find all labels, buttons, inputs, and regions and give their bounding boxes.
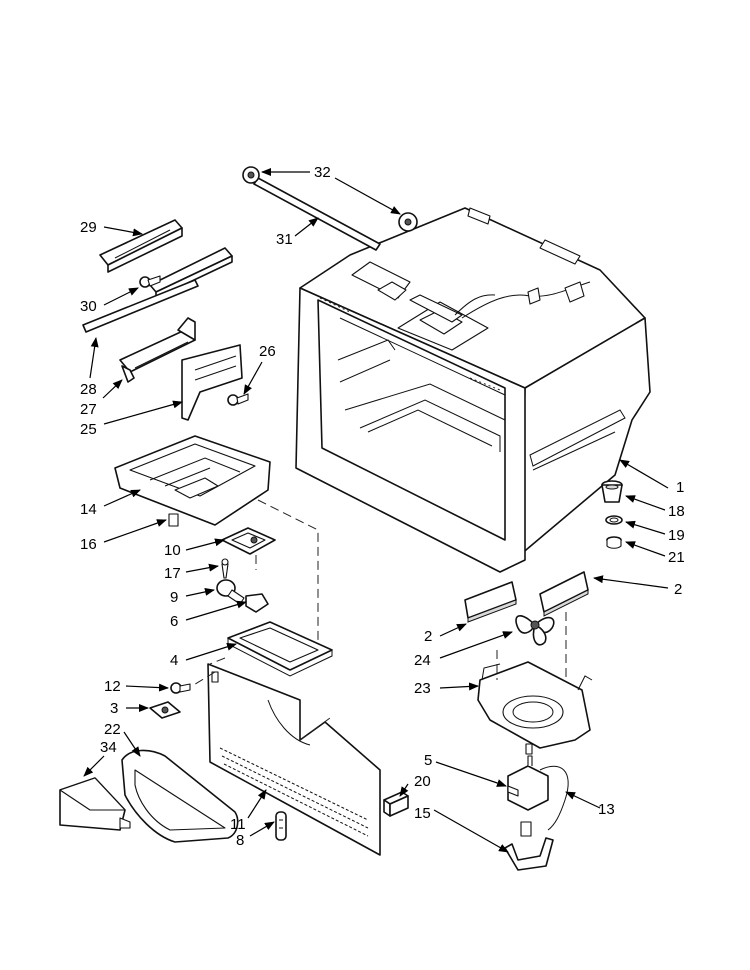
callout-9: 9: [170, 589, 178, 606]
callout-34: 34: [100, 739, 117, 756]
lamp-socket: [245, 593, 269, 613]
callout-31: 31: [276, 231, 293, 248]
callout-2-right: 2: [674, 581, 682, 598]
gear-right: [398, 212, 418, 232]
fan-blade: [515, 615, 555, 646]
callout-25: 25: [80, 421, 97, 438]
callout-4: 4: [170, 652, 178, 669]
clip-16: [168, 513, 179, 527]
foam-strip: [383, 791, 409, 817]
callout-11: 11: [230, 816, 246, 833]
leader-lines: [83, 168, 669, 853]
screw-12: [170, 682, 191, 694]
lamp-housing: [221, 527, 276, 555]
rear-panel: [207, 663, 381, 856]
callout-32: 32: [314, 164, 331, 181]
side-bracket-25: [181, 344, 243, 421]
gear-left: [242, 166, 260, 184]
callout-14: 14: [80, 501, 97, 518]
callout-18: 18: [668, 503, 685, 520]
callout-10: 10: [164, 542, 181, 559]
damper-3: [149, 701, 181, 719]
callout-3: 3: [110, 700, 118, 717]
callout-1: 1: [676, 479, 684, 496]
fan-motor: [507, 755, 569, 831]
freezer-liner: [295, 207, 651, 573]
callout-24: 24: [414, 652, 431, 669]
screw-30: [139, 275, 161, 288]
callout-29: 29: [80, 219, 97, 236]
callout-12: 12: [104, 678, 121, 695]
screw-26: [227, 393, 249, 406]
callout-15: 15: [414, 805, 431, 822]
callout-2-left: 2: [424, 628, 432, 645]
foam-pad-right: [539, 571, 589, 617]
callout-22: 22: [104, 721, 121, 738]
callout-16: 16: [80, 536, 97, 553]
foam-pad-left: [464, 581, 517, 623]
rail-28: [82, 279, 199, 333]
motor-shaft: [520, 743, 533, 837]
slide-rail-upper: [99, 219, 233, 299]
light-cap: [601, 480, 623, 503]
callout-30: 30: [80, 298, 97, 315]
callout-28: 28: [80, 381, 97, 398]
callout-13: 13: [598, 801, 615, 818]
drawer-tray: [114, 435, 271, 526]
callout-27: 27: [80, 401, 97, 418]
grille-tray: [227, 621, 333, 677]
callout-5: 5: [424, 752, 432, 769]
rail-bracket-27: [119, 317, 196, 383]
duct-box: [59, 777, 131, 831]
callout-6: 6: [170, 613, 178, 630]
callout-19: 19: [668, 527, 685, 544]
motor-bracket: [504, 837, 554, 871]
screw-17: [221, 558, 229, 579]
callout-20: 20: [414, 773, 431, 790]
callout-26: 26: [259, 343, 276, 360]
light-bulb: [216, 579, 245, 605]
washer-19: [605, 515, 623, 525]
callout-labels: 32 31 29 30 28 27 25 26 14 16 10 17 9 6 …: [80, 164, 685, 849]
knob-21: [606, 536, 622, 549]
grille-cover: [121, 749, 239, 843]
callout-8: 8: [236, 832, 244, 849]
callout-21: 21: [668, 549, 685, 566]
assembly-guide-lines: [191, 499, 319, 687]
callout-17: 17: [164, 565, 181, 582]
axle-rod: [253, 177, 381, 251]
fan-shroud: [477, 612, 593, 749]
callout-23: 23: [414, 680, 431, 697]
clip-8: [275, 811, 287, 841]
